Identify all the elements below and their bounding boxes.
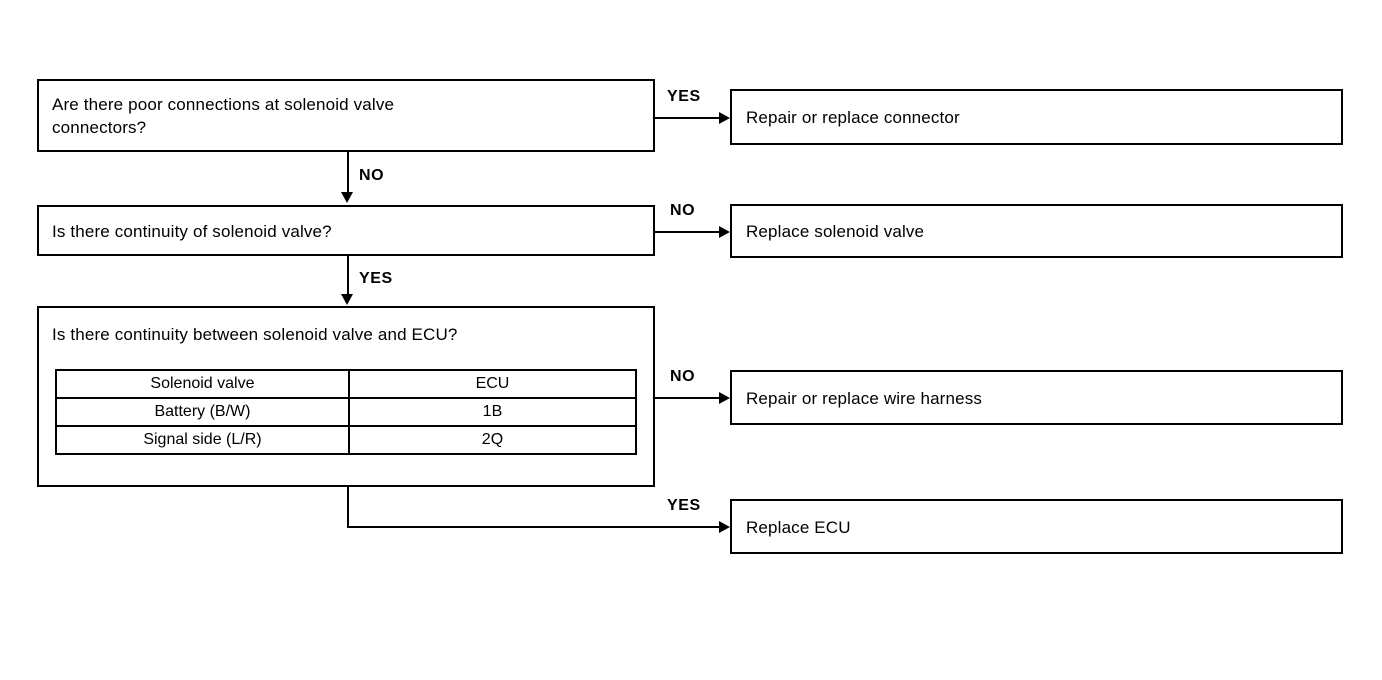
edge-q2-to-q3 — [347, 256, 349, 296]
action-box-3-label: Repair or replace wire harness — [746, 389, 982, 408]
edge-label-q1-to-a1: YES — [667, 88, 701, 105]
edge-q3-to-a4-horizontal — [347, 526, 724, 528]
edge-q2-to-a2 — [655, 231, 724, 233]
edge-q1-to-a1 — [655, 117, 724, 119]
edge-label-q1-to-q2: NO — [359, 167, 385, 184]
question-box-1 — [37, 79, 655, 152]
table-header-solenoid-valve: Solenoid valve — [55, 369, 350, 399]
table-cell-battery-label: Battery (B/W) — [55, 397, 350, 427]
table-cell-signal-pin: 2Q — [347, 425, 638, 455]
question-box-3-label: Is there continuity between solenoid val… — [52, 325, 458, 344]
edge-q1-to-a1-arrowhead — [719, 112, 730, 124]
table-cell-signal-label: Signal side (L/R) — [55, 425, 350, 455]
edge-q2-to-q3-arrowhead — [341, 294, 353, 305]
table-row: Signal side (L/R) 2Q — [55, 425, 638, 455]
table-header-ecu: ECU — [347, 369, 638, 399]
table-header-row: Solenoid valve ECU — [55, 369, 638, 399]
action-box-3 — [730, 370, 1343, 425]
table-row: Battery (B/W) 1B — [55, 397, 638, 427]
continuity-table: Solenoid valve ECU Battery (B/W) 1B Sign… — [55, 369, 638, 455]
question-box-2 — [37, 205, 655, 256]
table-cell-battery-pin: 1B — [347, 397, 638, 427]
edge-q3-to-a3-arrowhead — [719, 392, 730, 404]
question-box-2-label: Is there continuity of solenoid valve? — [52, 222, 332, 241]
edge-q3-to-a4-vertical — [347, 487, 349, 528]
action-box-1 — [730, 89, 1343, 145]
action-box-2 — [730, 204, 1343, 258]
edge-q1-to-q2-arrowhead — [341, 192, 353, 203]
edge-label-q2-to-q3: YES — [359, 270, 393, 287]
edge-label-q2-to-a2: NO — [670, 202, 696, 219]
action-box-4 — [730, 499, 1343, 554]
action-box-4-label: Replace ECU — [746, 518, 851, 537]
edge-q3-to-a4-arrowhead — [719, 521, 730, 533]
edge-label-q3-to-a3: NO — [670, 368, 696, 385]
action-box-2-label: Replace solenoid valve — [746, 222, 925, 241]
edge-label-q3-to-a4: YES — [667, 497, 701, 514]
edge-q2-to-a2-arrowhead — [719, 226, 730, 238]
edge-q1-to-q2 — [347, 152, 349, 195]
question-box-1-label: Are there poor connections at solenoid v… — [52, 95, 395, 137]
edge-q3-to-a3 — [655, 397, 724, 399]
action-box-1-label: Repair or replace connector — [746, 108, 960, 127]
